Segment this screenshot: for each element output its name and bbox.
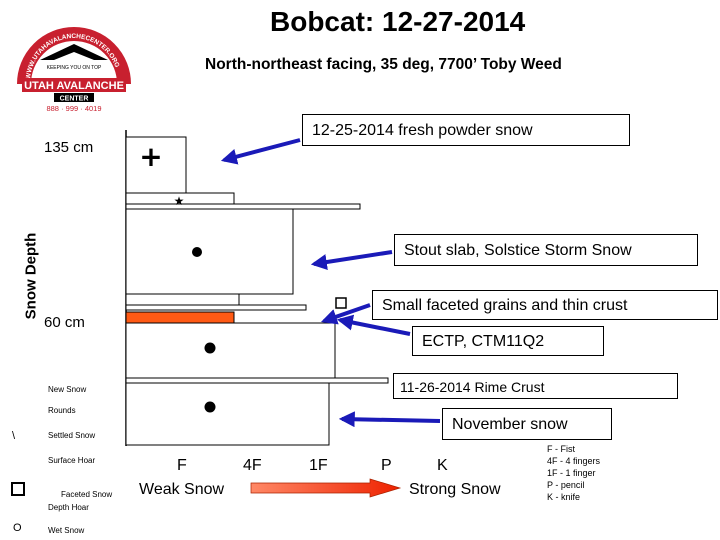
rounds-dot-mid: [204, 342, 216, 354]
hardness-label-p: P: [381, 457, 392, 474]
legend-depth-hoar: Depth Hoar: [48, 503, 89, 512]
rounds-dot-upper: [192, 247, 202, 257]
callout-faceted-grains: Small faceted grains and thin crust: [372, 290, 718, 320]
hardness-key-item: 4F - 4 fingers: [547, 456, 601, 466]
hardness-key-item: F - Fist: [547, 444, 575, 454]
arrow-november: [338, 411, 441, 428]
star-symbol: ★: [174, 194, 185, 208]
layer-weak-faceted: [125, 311, 235, 324]
legend-faceted-snow: Faceted Snow: [61, 490, 113, 499]
callout-fresh-powder: 12-25-2014 fresh powder snow: [302, 114, 630, 146]
layer-november-snow: [125, 382, 330, 446]
rounds-dot-lower: [204, 401, 216, 413]
hardness-label-1f: 1F: [309, 457, 328, 474]
depth-label-mid: 60 cm: [44, 314, 85, 331]
arrow-stout: [310, 250, 393, 270]
legend-surface-hoar: Surface Hoar: [48, 456, 96, 465]
logo-sub: CENTER: [60, 96, 89, 103]
faceted-square-symbol: [335, 297, 347, 309]
legend-rounds: Rounds: [48, 406, 76, 415]
logo-ribbon: KEEPING YOU ON TOP: [47, 65, 102, 71]
page-subtitle: North-northeast facing, 35 deg, 7700’ To…: [205, 56, 562, 73]
strong-snow-label: Strong Snow: [409, 481, 501, 498]
logo-name: UTAH AVALANCHE: [24, 80, 124, 92]
hardness-key-item: P - pencil: [547, 480, 585, 490]
hardness-key-item: K - knife: [547, 492, 581, 502]
new-snow-symbol: +: [139, 140, 162, 173]
utah-avalanche-center-logo: WWW.UTAHAVALANCHECENTER.ORG UTAH AVALANC…: [17, 27, 131, 113]
layer-thin-crust: [125, 304, 307, 311]
hardness-label-k: K: [437, 457, 448, 474]
legend-wet-snow: Wet Snow: [48, 526, 85, 535]
callout-stout-slab: Stout slab, Solstice Storm Snow: [394, 234, 698, 266]
faceted-legend-square-icon: [11, 482, 25, 496]
layer-faceted-upper: [125, 293, 240, 306]
wet-snow-symbol: O: [13, 522, 22, 534]
callout-november-snow: November snow: [442, 408, 612, 440]
weak-snow-label: Weak Snow: [139, 481, 225, 498]
depth-label-top: 135 cm: [44, 139, 94, 156]
callout-rime-crust: 11-26-2014 Rime Crust: [393, 373, 678, 399]
weak-to-strong-arrow: [250, 478, 402, 498]
hardness-key: F - Fist 4F - 4 fingers 1F - 1 finger P …: [547, 443, 600, 503]
legend-settled-snow: Settled Snow: [48, 431, 96, 440]
arrow-fresh: [220, 138, 301, 165]
arrow-ectp: [336, 314, 411, 336]
layer-thin-crust-top: [125, 203, 361, 210]
arrow-faceted: [320, 303, 371, 325]
layer-rounds-mid: [125, 322, 336, 379]
hardness-key-item: 1F - 1 finger: [547, 468, 596, 478]
logo-phone: 888 · 999 · 4019: [46, 104, 101, 113]
layer-stout-slab: [125, 208, 294, 295]
layer-rime-crust: [125, 377, 389, 384]
hardness-label-f: F: [177, 457, 187, 474]
settled-snow-symbol: \: [12, 430, 16, 442]
page-title: Bobcat: 12-27-2014: [270, 6, 526, 37]
callout-ectp: ECTP, CTM11Q2: [412, 326, 604, 356]
hardness-label-4f: 4F: [243, 457, 262, 474]
legend-new-snow: New Snow: [48, 385, 87, 394]
